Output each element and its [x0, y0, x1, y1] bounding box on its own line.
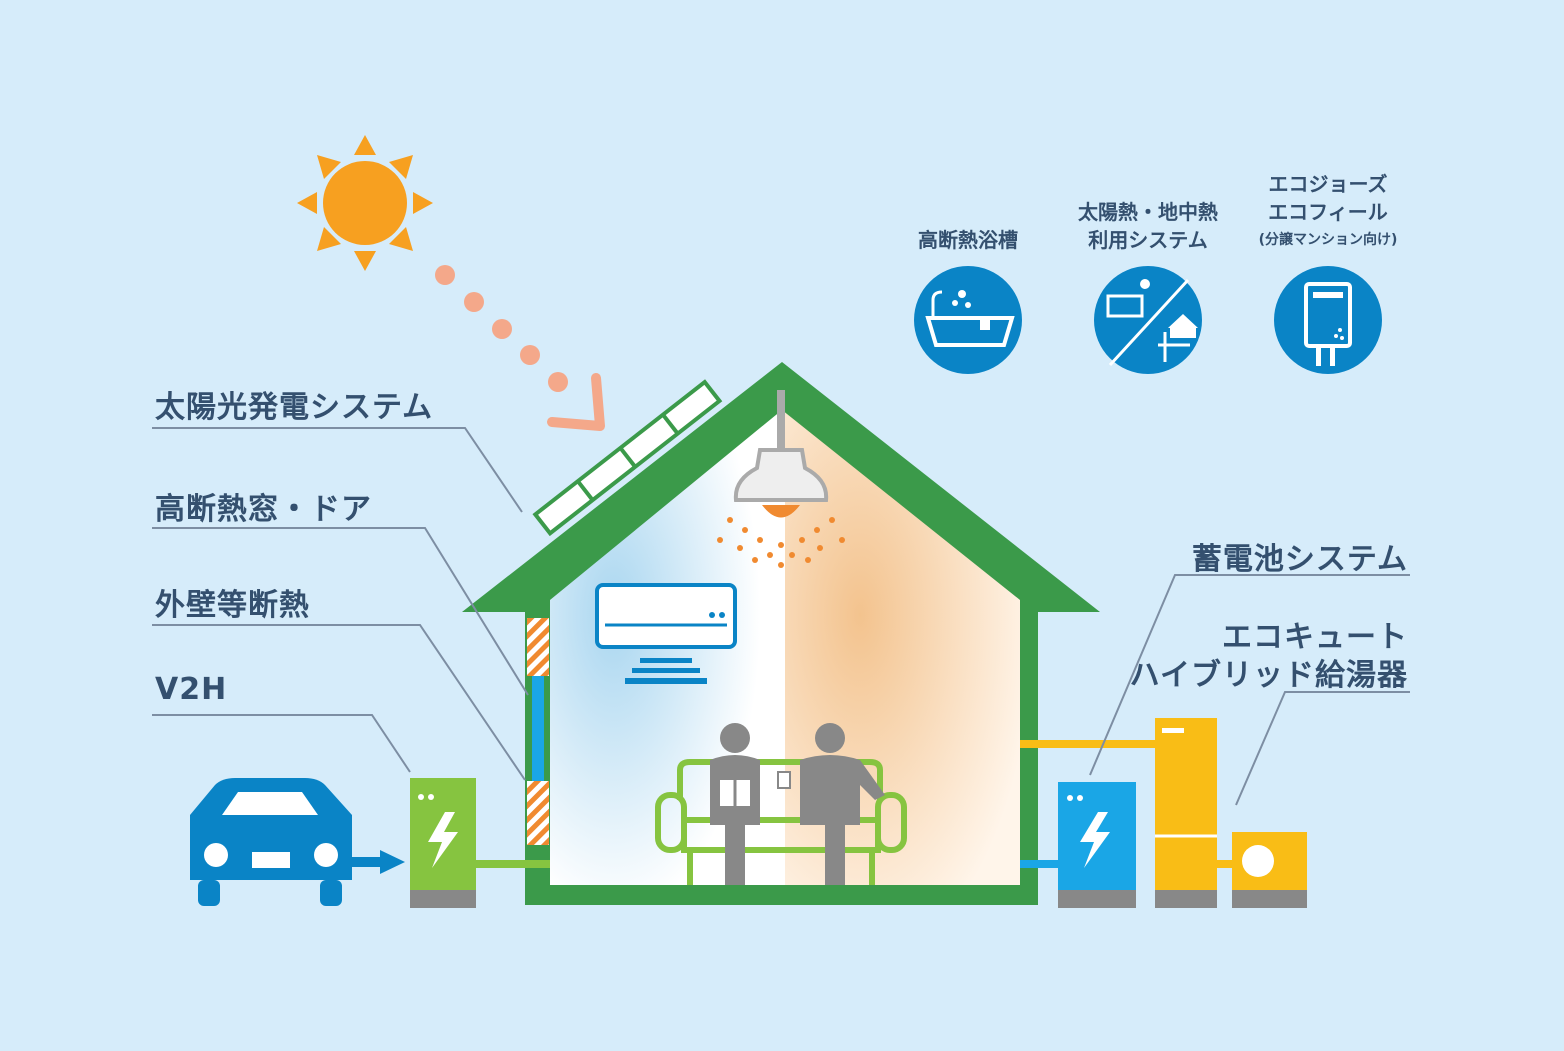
label-solar-power-system: 太陽光発電システム [155, 390, 434, 425]
family-on-sofa [655, 723, 907, 885]
label-line: 太陽熱・地中熱 [1078, 200, 1218, 224]
ecocute-water-heater [1020, 718, 1307, 908]
wall-insulation-bottom [527, 781, 549, 845]
label-ecojozu-ecofeel: エコジョーズ エコフィール (分譲マンション向け) [1238, 170, 1418, 254]
label-insulated-windows-doors: 高断熱窓・ドア [155, 492, 372, 527]
bathtub-icon [914, 266, 1022, 374]
label-ecocute: エコキュート [1222, 620, 1408, 655]
label-insulated-bathtub: 高断熱浴槽 [918, 228, 1018, 252]
label-storage-battery-system: 蓄電池システム [1191, 542, 1408, 577]
label-line: エコジョーズ [1268, 172, 1388, 196]
storage-battery-unit [1020, 782, 1136, 908]
v2h-unit [410, 778, 550, 908]
car-icon [190, 778, 405, 906]
house-frame [462, 362, 1100, 905]
label-note: (分譲マンション向け) [1258, 232, 1398, 248]
solar-geothermal-icon [1094, 266, 1202, 374]
label-solar-geothermal: 太陽熱・地中熱 利用システム [1058, 198, 1238, 254]
label-hybrid-water-heater: ハイブリッド給湯器 [1129, 658, 1408, 693]
label-exterior-wall-insulation: 外壁等断熱 [155, 588, 310, 623]
label-v2h: V2H [155, 672, 228, 707]
ceiling-lamp-icon [717, 390, 845, 568]
leader-lines [152, 427, 1410, 806]
sunlight-dots [435, 265, 605, 431]
water-heater-icon [1274, 266, 1382, 374]
label-line: エコフィール [1268, 200, 1388, 224]
solar-panel [532, 379, 723, 537]
window [532, 676, 544, 781]
wall-insulation-top [527, 618, 549, 676]
label-line: 利用システム [1088, 228, 1208, 252]
air-conditioner-icon [595, 583, 737, 684]
sun-icon [297, 135, 433, 271]
